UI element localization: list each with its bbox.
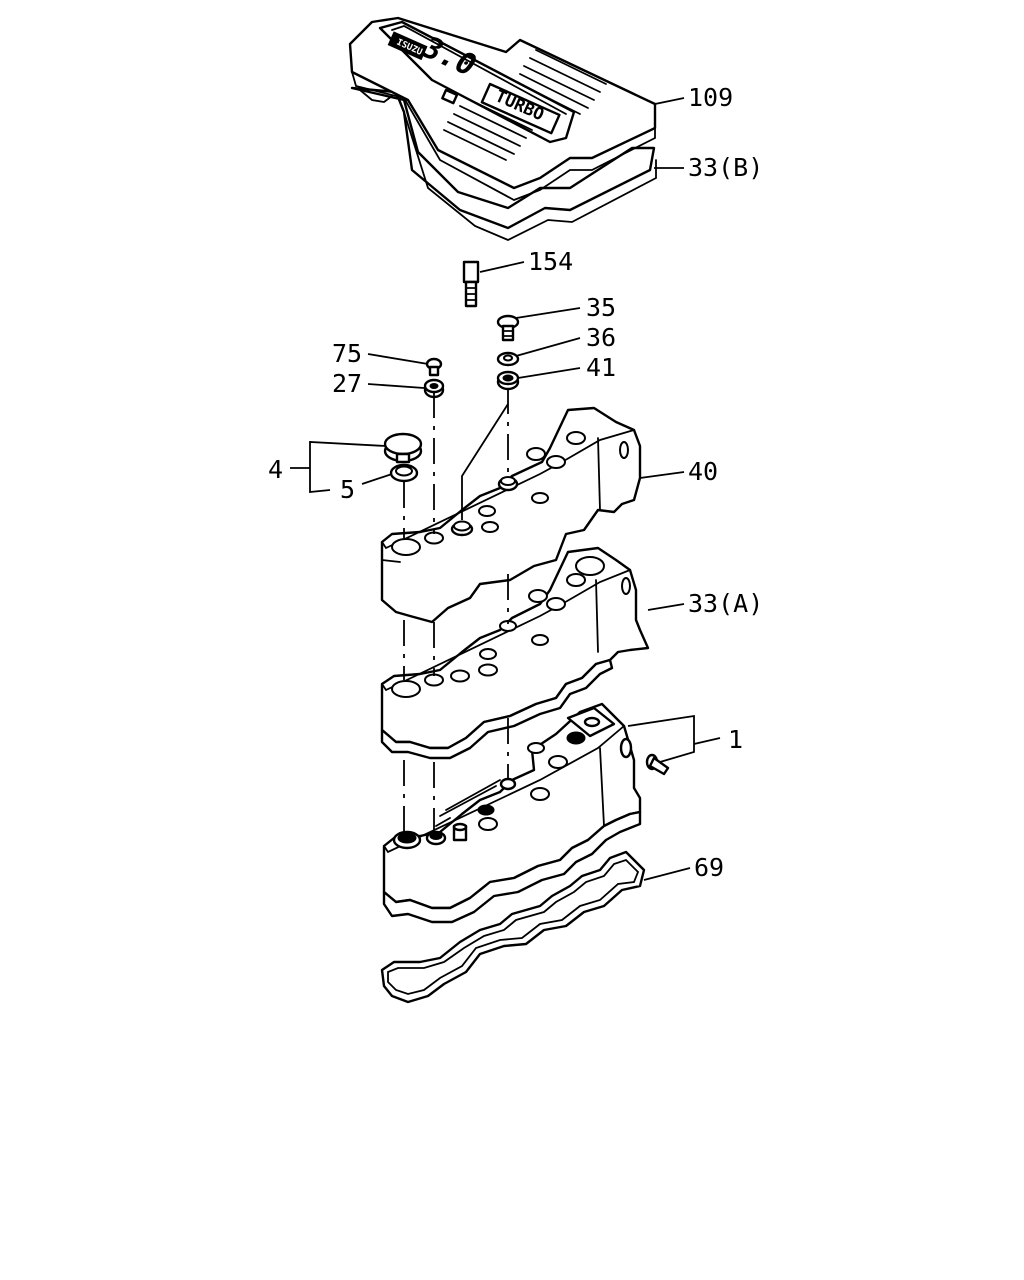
vent-slots — [443, 49, 607, 161]
leader-lines — [290, 97, 721, 881]
part-40-cover — [380, 406, 642, 624]
label-33b: 33(B) — [688, 153, 763, 182]
brand-badge — [387, 31, 428, 61]
label-5: 5 — [340, 475, 355, 504]
assembly-lines — [403, 388, 509, 834]
label-4: 4 — [268, 455, 283, 484]
part-154-stud — [462, 260, 480, 308]
label-33a: 33(A) — [688, 589, 763, 618]
part-27-grommet — [423, 378, 445, 399]
part-35-bolt — [496, 314, 520, 342]
part-1-cylinder-head-cover — [382, 702, 670, 924]
part-41-grommet — [496, 370, 520, 391]
part-labels: 109 33(B) 154 35 36 41 75 27 4 5 40 33(A… — [268, 83, 763, 882]
label-1: 1 — [728, 725, 743, 754]
label-40: 40 — [688, 457, 718, 486]
turbo-badge — [480, 82, 561, 135]
label-109: 109 — [688, 83, 733, 112]
part-33a-insulator — [380, 546, 650, 760]
part-33b-insulator — [350, 86, 656, 230]
label-35: 35 — [586, 293, 616, 322]
label-154: 154 — [528, 247, 573, 276]
label-75: 75 — [332, 339, 362, 368]
label-41: 41 — [586, 353, 616, 382]
part-109-engine-cover: ISUZU 3.0 TURBO — [348, 16, 657, 241]
part-75-bolt — [425, 357, 443, 377]
label-27: 27 — [332, 369, 362, 398]
part-1-bolt — [645, 753, 670, 776]
label-69: 69 — [694, 853, 724, 882]
part-69-gasket — [380, 850, 646, 1004]
part-4-oil-filler-cap — [383, 432, 423, 464]
part-5-gasket — [389, 463, 419, 483]
label-36: 36 — [586, 323, 616, 352]
part-36-washer — [496, 351, 520, 367]
